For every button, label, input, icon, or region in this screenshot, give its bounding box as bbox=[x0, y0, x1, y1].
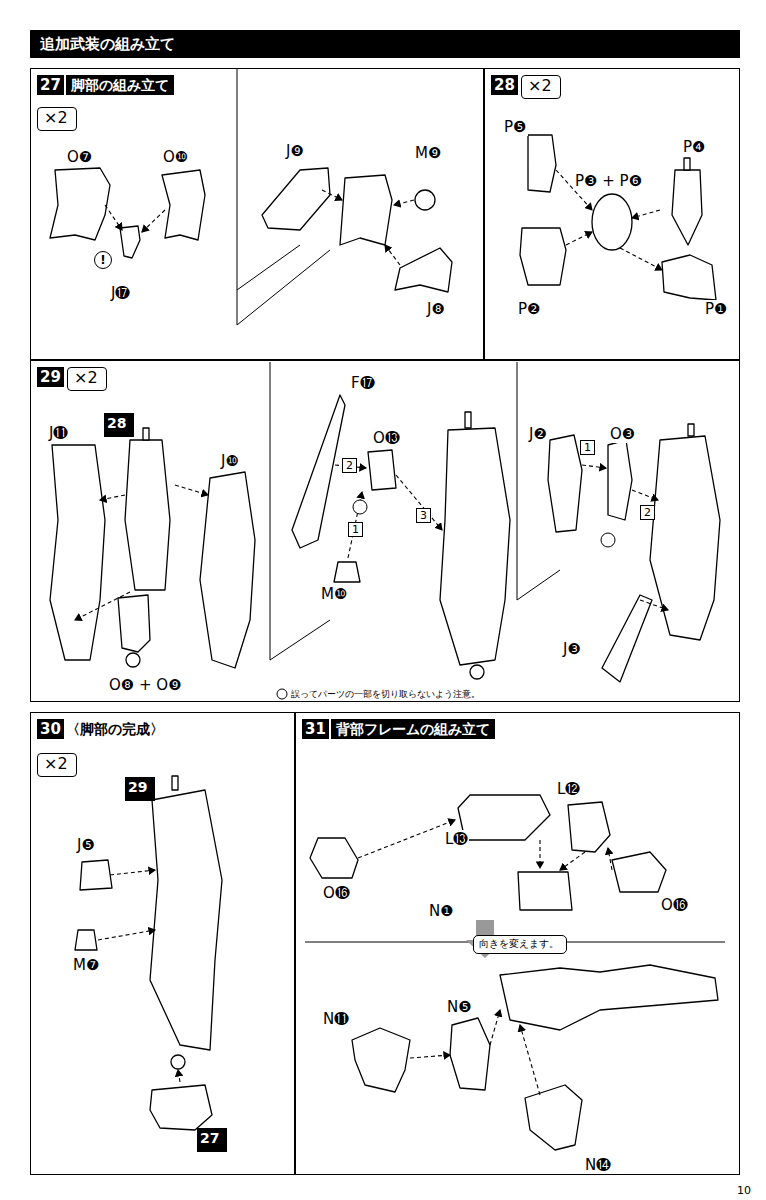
part-label: P❶ bbox=[704, 300, 729, 318]
order-number: 3 bbox=[416, 508, 431, 523]
part-label: N❶ bbox=[428, 902, 455, 920]
step-number: ×2 bbox=[38, 754, 76, 774]
order-number: 2 bbox=[342, 458, 357, 473]
step-number: ×2 bbox=[522, 76, 560, 96]
order-number: 1 bbox=[348, 522, 363, 537]
part-label: O❿ bbox=[162, 148, 189, 166]
part-label: N⓫ bbox=[322, 1010, 350, 1028]
step-number: 27 bbox=[37, 75, 64, 95]
step-reference: 29 bbox=[125, 777, 155, 801]
step-number: 30 bbox=[37, 719, 64, 739]
quantity-box: ×2 bbox=[67, 367, 107, 391]
part-label: P❺ bbox=[503, 118, 528, 136]
part-label: ! bbox=[94, 251, 112, 269]
step-panel: 28×2 bbox=[484, 68, 740, 360]
step-heading: 〈脚部の完成〉 bbox=[66, 719, 164, 739]
part-label: M❿ bbox=[320, 585, 348, 603]
part-label: J⓫ bbox=[48, 424, 69, 442]
part-label: P❸ + P❻ bbox=[574, 172, 643, 190]
part-label: N❺ bbox=[446, 998, 473, 1016]
caution-note: 誤ってパーツの一部を切り取らないよう注意。 bbox=[290, 688, 481, 700]
step-number: 向きを変えます。 bbox=[474, 936, 566, 951]
part-label: J❿ bbox=[220, 452, 240, 470]
step-panel: 31背部フレームの組み立て向きを変えます。 bbox=[295, 712, 740, 1175]
part-label: O⓭ bbox=[372, 429, 401, 447]
part-label: F⓱ bbox=[350, 374, 376, 392]
part-label: O⓰ bbox=[660, 896, 689, 914]
part-label: L⓬ bbox=[556, 780, 581, 798]
step-reference: 28 bbox=[104, 413, 134, 437]
step-panel: 29×2 28 bbox=[30, 360, 740, 702]
quantity-box: ×2 bbox=[37, 753, 77, 777]
step-heading: 背部フレームの組み立て bbox=[331, 719, 495, 739]
quantity-box: ×2 bbox=[37, 107, 77, 131]
order-number: 2 bbox=[640, 505, 655, 520]
section-title: 追加武装の組み立て bbox=[30, 35, 175, 53]
step-number: ×2 bbox=[38, 108, 76, 128]
part-label: L⓭ bbox=[444, 830, 469, 848]
part-label: P❷ bbox=[517, 300, 542, 318]
step-reference: 27 bbox=[197, 1128, 227, 1152]
step-number: 27 bbox=[197, 1128, 227, 1148]
section-bar: 追加武装の組み立て bbox=[30, 30, 740, 58]
part-label: J❽ bbox=[426, 300, 446, 318]
part-label: O❽ + O❾ bbox=[108, 676, 183, 694]
part-label: O❸ bbox=[609, 425, 636, 443]
step-number: 28 bbox=[491, 75, 518, 95]
quantity-box: ×2 bbox=[521, 75, 561, 99]
part-label: J❷ bbox=[528, 425, 548, 443]
step-heading: 脚部の組み立て bbox=[66, 75, 174, 95]
step-panel: 30〈脚部の完成〉 ×2 29 27 bbox=[30, 712, 295, 1175]
part-label: O⓰ bbox=[322, 884, 351, 902]
step-number: 29 bbox=[37, 367, 64, 387]
part-label: M❼ bbox=[72, 956, 100, 974]
page-number: 10 bbox=[736, 1182, 752, 1200]
part-label: J❾ bbox=[285, 142, 305, 160]
part-label: M❾ bbox=[414, 144, 442, 162]
note-box: 向きを変えます。 bbox=[473, 935, 567, 954]
part-label: J❺ bbox=[76, 836, 96, 854]
step-number: ×2 bbox=[68, 368, 106, 388]
order-number: 1 bbox=[580, 440, 595, 455]
step-panel: 27脚部の組み立て ×2 bbox=[30, 68, 484, 360]
step-number: 28 bbox=[104, 413, 134, 433]
part-label: P❹ bbox=[682, 138, 707, 156]
step-number: 31 bbox=[302, 719, 329, 739]
step-number: 29 bbox=[125, 777, 155, 797]
part-label: J⓱ bbox=[110, 284, 131, 302]
part-label: J❸ bbox=[562, 640, 582, 658]
part-label: O❼ bbox=[66, 148, 93, 166]
part-label: N⓮ bbox=[584, 1156, 612, 1174]
